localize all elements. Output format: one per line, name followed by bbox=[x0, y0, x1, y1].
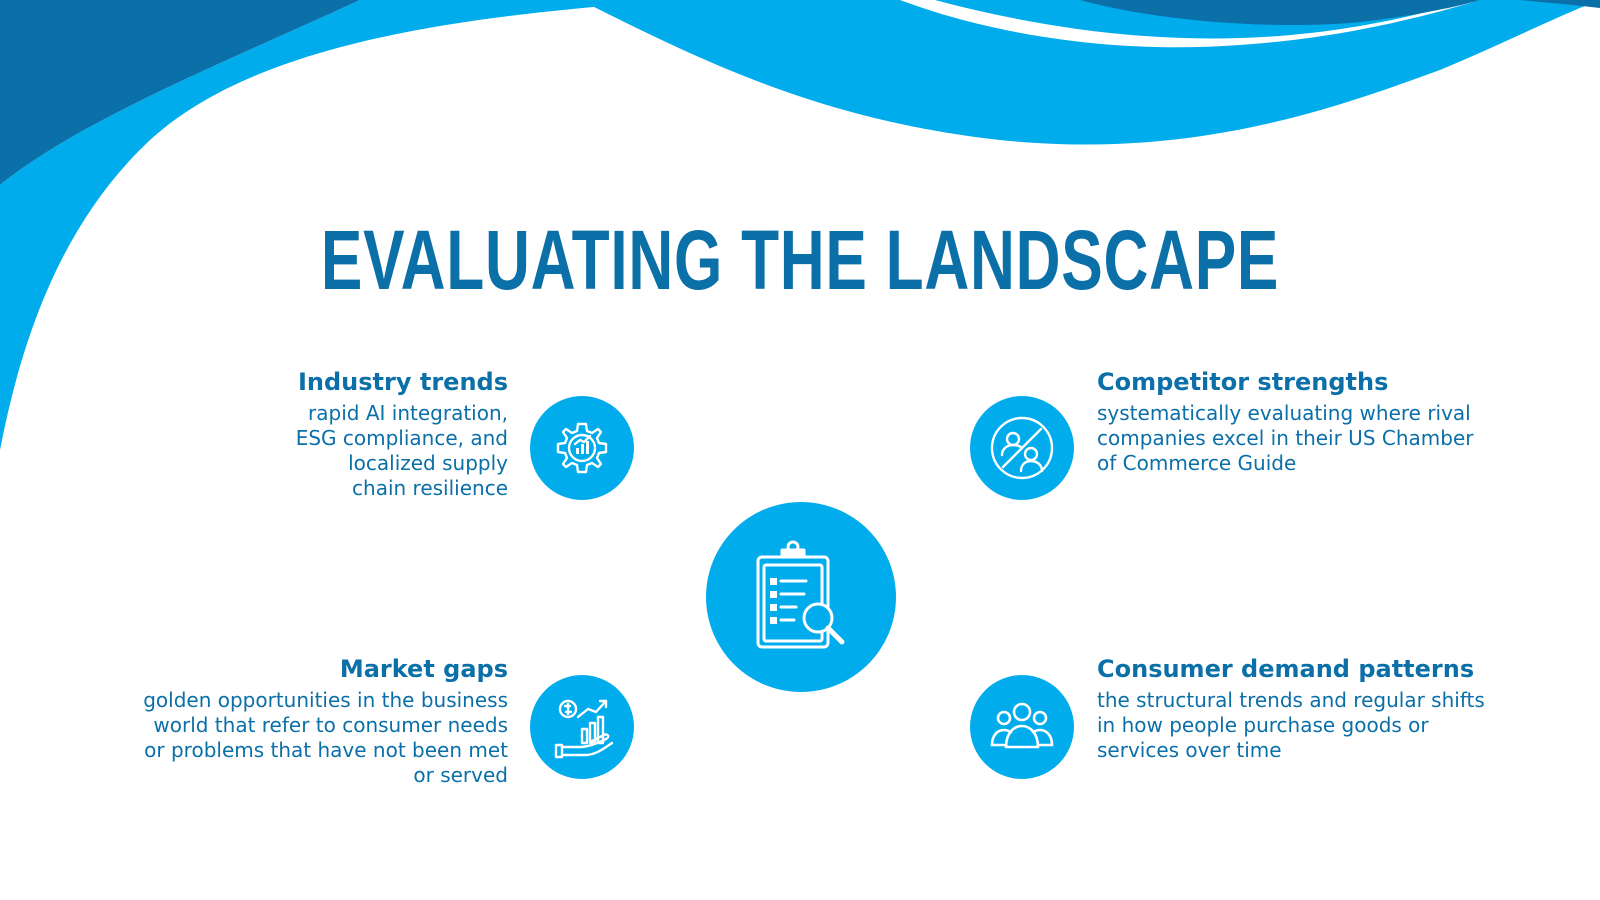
market-gaps-title: Market gaps bbox=[339, 655, 508, 683]
market-gaps-icon-circle bbox=[530, 675, 634, 779]
competitor-strengths-description: systematically evaluating where rival co… bbox=[1097, 401, 1474, 475]
competitor-strengths-icon-circle bbox=[970, 396, 1074, 500]
consumer-demand-block: Consumer demand patterns the structural … bbox=[1097, 654, 1497, 763]
market-gaps-description: golden opportunities in the business wor… bbox=[143, 688, 508, 787]
competitor-strengths-block: Competitor strengths systematically eval… bbox=[1097, 367, 1497, 476]
industry-trends-icon-circle bbox=[530, 396, 634, 500]
wave-left-dark bbox=[0, 0, 360, 185]
wave-corner-dark bbox=[1520, 0, 1600, 8]
consumer-demand-title: Consumer demand patterns bbox=[1097, 655, 1475, 683]
competitor-strengths-title: Competitor strengths bbox=[1097, 368, 1389, 396]
market-gaps-block: Market gaps golden opportunities in the … bbox=[130, 654, 508, 788]
gear-chart-icon bbox=[556, 422, 608, 474]
industry-trends-description: rapid AI integration, ESG compliance, an… bbox=[295, 401, 508, 500]
center-icon-circle bbox=[706, 502, 896, 692]
consumer-demand-icon-circle bbox=[970, 675, 1074, 779]
wave-left-light bbox=[0, 0, 680, 450]
page-title: EVALUATING THE LANDSCAPE bbox=[320, 213, 1280, 307]
consumer-demand-description: the structural trends and regular shifts… bbox=[1097, 688, 1485, 762]
industry-trends-title: Industry trends bbox=[297, 368, 508, 396]
people-group-icon bbox=[990, 702, 1054, 749]
clipboard-search-icon bbox=[756, 540, 845, 649]
wave-top-right-darker bbox=[1080, 0, 1480, 26]
hand-growth-chart-icon bbox=[554, 699, 614, 759]
industry-trends-block: Industry trends rapid AI integration, ES… bbox=[130, 367, 508, 501]
wave-top-light bbox=[580, 0, 1600, 145]
no-people-icon bbox=[990, 416, 1054, 480]
